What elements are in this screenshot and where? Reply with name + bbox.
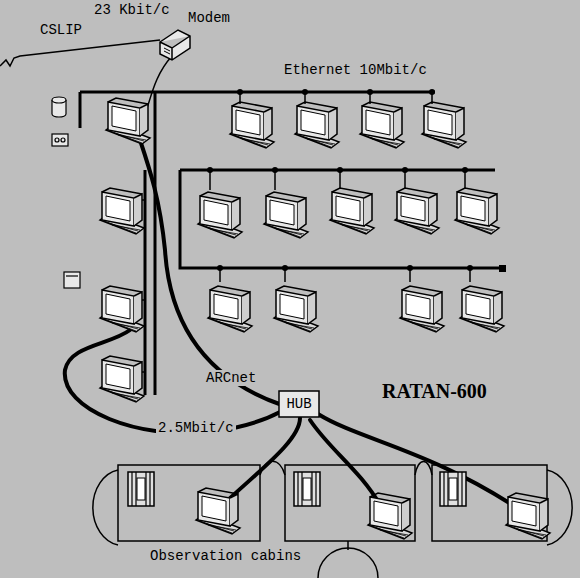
speed-label: 2.5Mbit/c [156, 420, 236, 436]
speed-label: 23 Kbit/c [92, 2, 172, 18]
hub-label: HUB [278, 390, 320, 412]
modem-device: Modem [156, 8, 236, 64]
link-label: CSLIP [38, 22, 84, 38]
hub-box: HUB [278, 390, 320, 418]
group-label: Observation cabins [148, 548, 303, 564]
device-label: Modem [188, 10, 230, 26]
network-label: Ethernet 10Mbit/c [282, 62, 429, 78]
network-label: ARCnet [204, 370, 258, 386]
title-label: RATAN-600 [380, 380, 489, 402]
